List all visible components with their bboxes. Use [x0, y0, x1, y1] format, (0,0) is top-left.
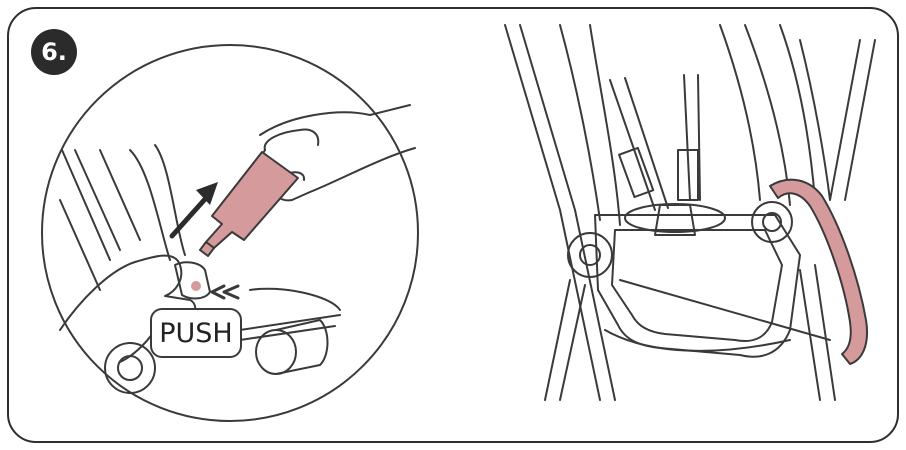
frame-tube: [130, 145, 185, 260]
harness-strap: [610, 78, 668, 210]
hinge-left: [568, 233, 612, 277]
frame-tube: [60, 150, 140, 290]
seat-back: [560, 25, 620, 225]
wheel: [105, 343, 155, 393]
bar: [240, 289, 340, 340]
push-arrow-icon: [224, 286, 238, 298]
arrow-head-icon: [196, 182, 218, 205]
tray-frame: [595, 215, 800, 357]
pull-direction-arrow: [172, 182, 218, 236]
rear-frame: [800, 40, 875, 200]
button-dot: [192, 282, 200, 290]
handle-part-removed: [200, 152, 298, 256]
wheel-hub: [118, 356, 142, 380]
push-arrow-icon: [212, 286, 224, 298]
seat-back: [720, 25, 815, 205]
step-number-badge: 6.: [31, 29, 77, 75]
seat-plate: [625, 204, 725, 232]
arrow-shaft: [172, 198, 206, 236]
hinge-right: [752, 202, 792, 242]
push-callout: PUSH: [150, 308, 242, 358]
